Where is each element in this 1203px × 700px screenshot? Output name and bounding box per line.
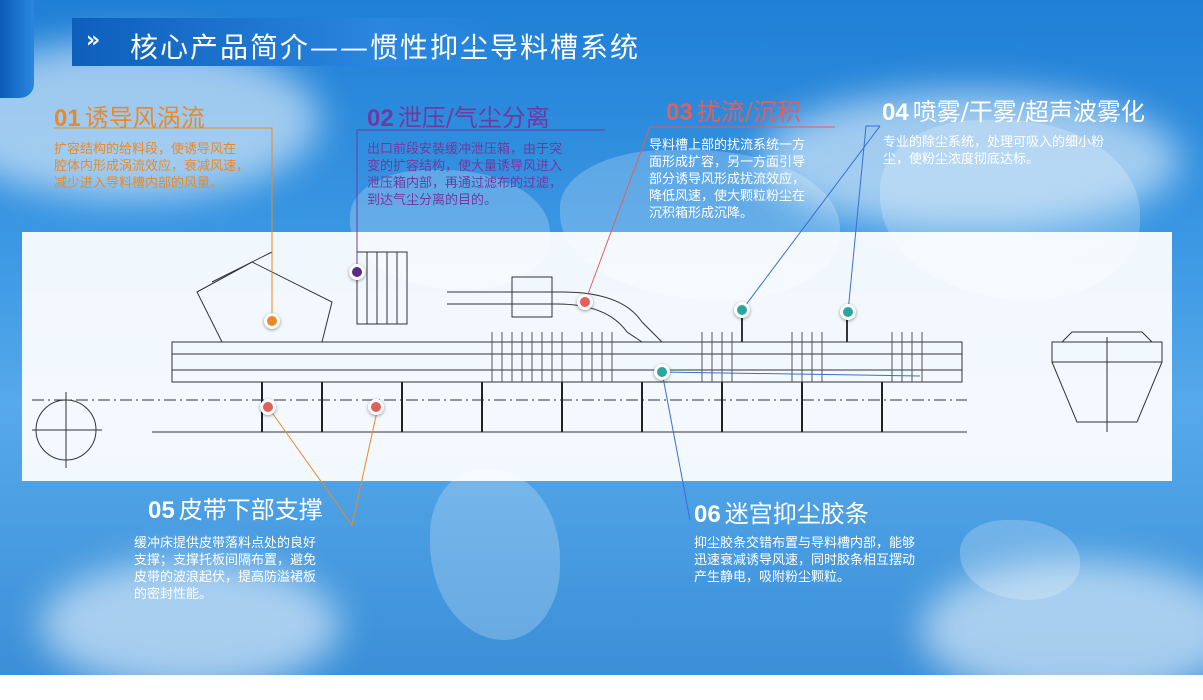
title-tab-decoration bbox=[0, 0, 34, 98]
marker-pin-05a[interactable] bbox=[260, 399, 276, 415]
marker-pin-04b[interactable] bbox=[840, 304, 856, 320]
marker-pin-01[interactable] bbox=[264, 313, 280, 329]
section-03-body: 导料槽上部的扰流系统一方 面形成扩容，另一方面引导 部分诱导风形成扰流效应， 降… bbox=[649, 138, 806, 221]
double-chevron-icon: » bbox=[86, 28, 101, 53]
equipment-diagram bbox=[22, 232, 1172, 481]
marker-pin-05b[interactable] bbox=[368, 399, 384, 415]
marker-pin-03[interactable] bbox=[577, 294, 593, 310]
section-02-body: 出口前段安装缓冲泄压箱，由于突 变的扩容结构，使大量诱导风进入 泄压箱内部，再通… bbox=[367, 142, 563, 208]
marker-pin-02[interactable] bbox=[349, 264, 365, 280]
section-06-body: 抑尘胶条交错布置与导料槽内部，能够 迅速衰减诱导风速，同时胶条相互摆动 产生静电… bbox=[694, 536, 916, 585]
title-bar bbox=[72, 18, 512, 66]
equipment-drawing bbox=[32, 251, 1163, 468]
marker-pin-06[interactable] bbox=[654, 364, 670, 380]
section-05-body: 缓冲床提供皮带落料点处的良好 支撑；支撑托板间隔布置，避免 皮带的波浪起伏，提高… bbox=[134, 536, 317, 602]
section-01-body: 扩容结构的给料段，使诱导风在 腔体内形成涡流效应，衰减风速， 减少进入导料槽内部… bbox=[54, 142, 250, 191]
page-title: 核心产品简介——惯性抑尘导料槽系统 bbox=[130, 31, 641, 64]
marker-pin-04a[interactable] bbox=[734, 302, 750, 318]
section-04-body: 专业的除尘系统，处理可吸入的细小粉 尘，使粉尘浓度彻底达标。 bbox=[883, 135, 1105, 167]
